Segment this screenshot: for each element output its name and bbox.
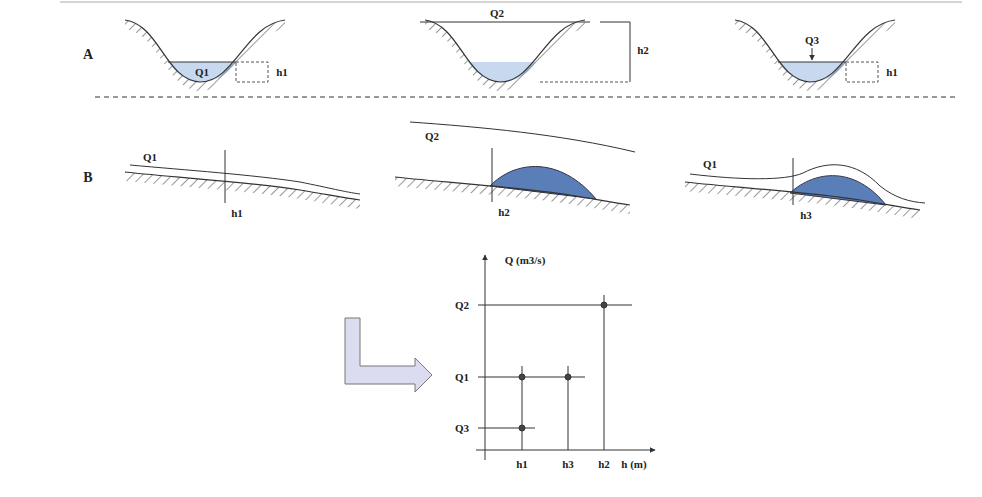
row-letter: B (83, 171, 92, 185)
depth-label: h1 (276, 67, 288, 78)
flow-label: Q1 (143, 152, 157, 163)
cross-section (420, 20, 630, 91)
depth-label: h2 (637, 45, 649, 56)
row-letter: A (83, 48, 93, 62)
rating-chart (476, 255, 655, 460)
depth-label: h1 (231, 208, 243, 219)
cross-section (735, 20, 895, 91)
depth-label: h1 (886, 67, 898, 78)
axis-title: Q (m3/s) (505, 255, 546, 266)
axis-tick: h2 (598, 459, 610, 470)
profile (395, 122, 635, 214)
axis-tick: Q2 (455, 300, 469, 311)
profile (125, 150, 360, 209)
flow-label: Q1 (703, 159, 717, 170)
separator (95, 97, 955, 98)
transfer-arrow (345, 318, 432, 392)
flow-label: Q1 (195, 67, 209, 78)
flow-label: Q3 (805, 35, 819, 46)
top-rule (60, 2, 962, 3)
axis-tick: Q1 (455, 372, 469, 383)
flow-label: Q2 (425, 131, 439, 142)
axis-tick: Q3 (455, 423, 469, 434)
axis-title: h (m) (621, 459, 646, 470)
cross-section (125, 20, 285, 91)
axis-tick: h3 (562, 459, 574, 470)
flow-label: Q2 (490, 8, 504, 19)
depth-label: h3 (800, 210, 812, 221)
axis-tick: h1 (516, 459, 528, 470)
depth-label: h2 (498, 207, 510, 218)
